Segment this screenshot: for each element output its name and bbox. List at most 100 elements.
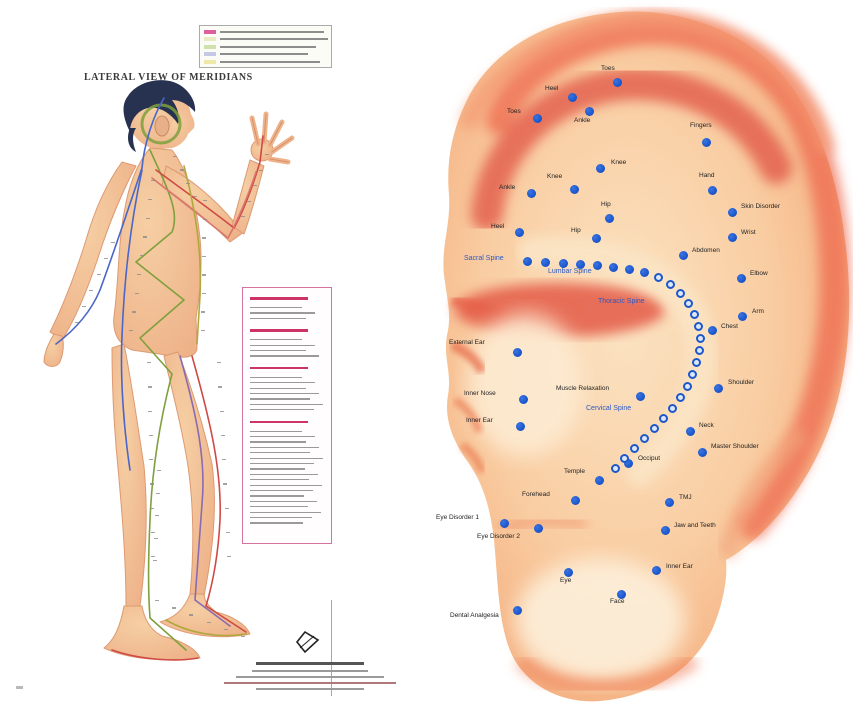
info-box-text-bar — [250, 409, 314, 411]
spine-curve-ring-dot — [675, 392, 685, 402]
acupoint-micro-label — [186, 182, 191, 185]
ear-point-dot — [623, 458, 633, 468]
acupoint-micro-label — [206, 621, 211, 623]
acupoint-micro-label — [172, 607, 177, 609]
ear-point-label: Toes — [507, 108, 521, 115]
legend-color-swatch — [204, 59, 216, 64]
acupoint-micro-label — [153, 560, 157, 562]
ear-point-label: Toes — [601, 65, 615, 72]
ear-point-dot — [664, 497, 674, 507]
spine-row-dot — [522, 256, 532, 266]
spine-curve-ring-dot — [665, 279, 675, 289]
ear-point-dot — [514, 227, 524, 237]
ear-lobe-highlight — [515, 558, 685, 682]
acupoint-micro-label — [220, 434, 225, 437]
legend-color-swatch — [204, 52, 216, 57]
info-box-text-bar — [250, 495, 304, 497]
acupoint-micro-label — [145, 217, 150, 219]
spine-region-label: Sacral Spine — [464, 255, 504, 262]
spine-curve-ring-dot — [653, 272, 663, 282]
ear-point-label: Jaw and Teeth — [674, 522, 716, 529]
ear-point-dot — [651, 565, 661, 575]
body-illustration — [43, 80, 295, 661]
body-front-foot — [159, 593, 251, 638]
spine-row-dot — [540, 257, 550, 267]
acupoint-micro-label — [151, 556, 155, 558]
acupoint-micro-label — [241, 216, 245, 218]
ear-point-dot — [567, 92, 577, 102]
gallbladder-meridian-line — [135, 149, 187, 651]
info-box-text-bar — [250, 517, 312, 519]
ear-point-dot — [532, 113, 542, 123]
acupoint-micro-label — [148, 410, 152, 412]
acupoint-micro-label — [82, 306, 87, 308]
ear-point-label: Abdomen — [692, 247, 720, 254]
ear-illustration — [443, 10, 850, 702]
ear-point-dot — [584, 106, 594, 116]
ear-point-label: Knee — [547, 173, 563, 180]
legend-row — [204, 52, 326, 57]
legend-row — [204, 30, 326, 34]
ear-point-dot — [612, 77, 622, 87]
info-box-text-bar — [250, 387, 306, 389]
body-face-profile — [158, 108, 195, 149]
info-box-text-bar — [250, 307, 302, 309]
info-box-text-bar — [250, 344, 315, 346]
legend-color-swatch — [204, 44, 216, 49]
acupoint-micro-label — [193, 196, 197, 198]
acupoint-micro-label — [147, 386, 152, 388]
acupoint-micro-label — [150, 531, 155, 534]
legend-text-bar — [220, 53, 308, 56]
spine-row-dot — [624, 264, 634, 274]
ear-point-dot — [697, 447, 707, 457]
ear-point-dot — [737, 311, 747, 321]
publisher-line-2 — [236, 676, 384, 678]
body-hair-nape — [128, 128, 136, 152]
leg-meridian-purple — [179, 355, 231, 627]
ear-point-dot — [526, 188, 536, 198]
body-ear — [154, 115, 170, 137]
body-back-arm — [49, 161, 137, 341]
info-box-text-bar — [250, 398, 310, 400]
ear-point-label: Muscle Relaxation — [556, 385, 610, 392]
ear-helix-outer-edge — [461, 10, 834, 154]
acupoint-micro-label — [142, 236, 147, 238]
ear-antitragus-shading — [498, 514, 588, 534]
spine-region-label: Lumbar Spine — [548, 268, 592, 275]
publisher-block — [295, 630, 320, 654]
publisher-line-4 — [256, 688, 364, 690]
info-box-text-bar — [250, 484, 322, 486]
ear-point-label: Heel — [545, 85, 559, 92]
ear-point-dot — [604, 213, 614, 223]
acupoint-micro-label — [219, 410, 224, 412]
ear-tragus-notch — [449, 340, 487, 375]
ear-point-dot — [533, 523, 543, 533]
info-box-text-bar — [250, 522, 303, 524]
info-box-text-bar — [250, 312, 315, 314]
info-box-text-bar — [250, 463, 314, 465]
ear-point-dot — [595, 163, 605, 173]
acupoint-micro-label — [75, 322, 79, 324]
legend-row — [204, 59, 326, 64]
left-chart-title: LATERAL VIEW OF MERIDIANS — [84, 72, 253, 83]
info-box-text-bar — [250, 430, 302, 432]
acupoint-micro-label — [149, 459, 153, 461]
legend-text-bar — [220, 45, 316, 48]
ear-point-label: External Ear — [449, 339, 485, 346]
ear-point-label: Hand — [699, 172, 715, 179]
info-box-text-bar — [250, 393, 319, 395]
spine-curve-ring-dot — [667, 403, 677, 413]
spine-region-label: Thoracic Spine — [598, 298, 645, 305]
legend-text-bar — [220, 38, 328, 41]
ear-point-label: Eye Disorder 1 — [436, 514, 479, 521]
ear-lobe-rim-shading — [515, 654, 699, 695]
ear-point-label: Ankle — [574, 117, 591, 124]
ear-point-dot — [736, 273, 746, 283]
body-finger-outlines — [251, 113, 293, 163]
acupoint-micro-label — [201, 274, 206, 276]
ear-point-dot — [563, 567, 573, 577]
acupoint-micro-label — [202, 237, 207, 239]
spine-curve-ring-dot — [687, 369, 697, 379]
acupoint-micro-label — [150, 507, 154, 509]
info-box-text-bar — [250, 511, 321, 513]
